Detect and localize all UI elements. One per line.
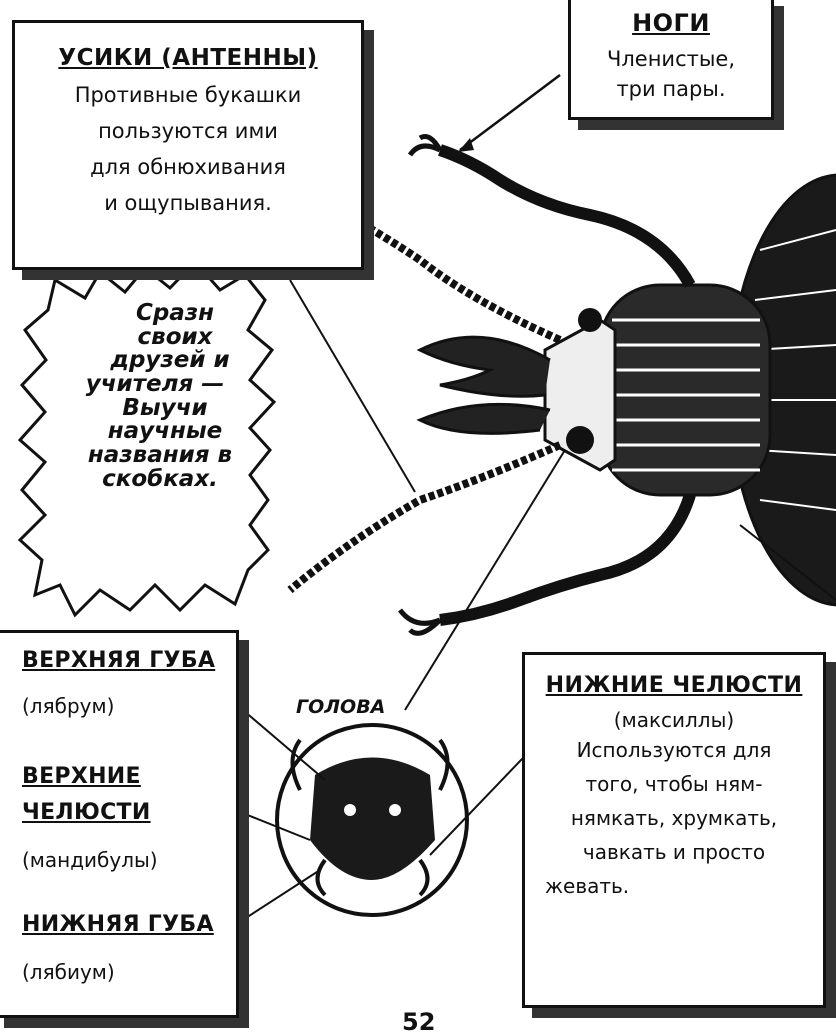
legs-line-2: три пары.: [571, 77, 771, 101]
antennae-line-4: и ощупывания.: [15, 191, 361, 215]
head-label: ГОЛОВА: [296, 696, 385, 718]
beetle-front-leg: [440, 150, 690, 285]
beetle-thorax: [600, 285, 770, 495]
bubble-line-7: названия в: [60, 444, 250, 468]
bubble-line-4: учителя —: [60, 373, 250, 397]
labrum-latin: (лябрум): [22, 694, 114, 718]
labium-latin: (лябиум): [22, 960, 115, 984]
maxillae-line-1: Используются для: [525, 738, 823, 762]
beetle-mandible-lower: [420, 404, 550, 433]
maxillae-latin: (максиллы): [525, 708, 823, 732]
beetle-mid-leg: [440, 495, 690, 620]
mandibles-title-2: ЧЕЛЮСТИ: [22, 800, 151, 825]
labrum-title: ВЕРХНЯЯ ГУБА: [22, 648, 215, 673]
legs-callout: НОГИ Членистые, три пары.: [568, 0, 774, 120]
page-number: 52: [402, 1008, 435, 1036]
mandibles-latin: (мандибулы): [22, 848, 158, 872]
bubble-line-5: Выучи: [60, 397, 250, 421]
bubble-line-8: скобках.: [60, 468, 250, 492]
beetle-antenna-lower: [290, 445, 560, 590]
antennae-callout: УСИКИ (АНТЕННЫ) Противные букашки пользу…: [12, 20, 364, 270]
maxillae-title: НИЖНИЕ ЧЕЛЮСТИ: [525, 673, 823, 698]
bubble-line-3: друзей и: [60, 349, 250, 373]
antennae-line-1: Противные букашки: [15, 83, 361, 107]
antennae-line-3: для обнюхивания: [15, 155, 361, 179]
beetle-eye-upper: [578, 308, 602, 332]
maxillae-line-2: того, чтобы ням-: [525, 772, 823, 796]
beetle-mandible-upper: [420, 337, 550, 396]
bubble-line-2: своих: [60, 326, 250, 350]
bubble-line-6: научные: [60, 420, 250, 444]
beetle-mid-foot: [400, 610, 440, 633]
antennae-line-2: пользуются ими: [15, 119, 361, 143]
maxillae-line-5: жевать.: [525, 874, 823, 898]
pointer-antennae: [290, 280, 415, 492]
labium-title: НИЖНЯЯ ГУБА: [22, 912, 214, 937]
beetle-eye-lower: [566, 426, 594, 454]
maxillae-callout: НИЖНИЕ ЧЕЛЮСТИ (максиллы) Используются д…: [522, 652, 826, 1008]
beetle-front-foot: [410, 137, 440, 156]
speech-bubble-text: Сразн своих друзей и учителя — Выучи нау…: [60, 302, 250, 492]
bubble-line-1: Сразн: [60, 302, 250, 326]
maxillae-line-3: нямкать, хрумкать,: [525, 806, 823, 830]
legs-title: НОГИ: [571, 9, 771, 37]
mandibles-title-1: ВЕРХНИЕ: [22, 764, 141, 789]
maxillae-line-4: чавкать и просто: [525, 840, 823, 864]
antennae-title: УСИКИ (АНТЕННЫ): [15, 45, 361, 71]
pointer-labium: [235, 870, 320, 925]
legs-line-1: Членистые,: [571, 47, 771, 71]
pointer-legs: [460, 75, 560, 150]
